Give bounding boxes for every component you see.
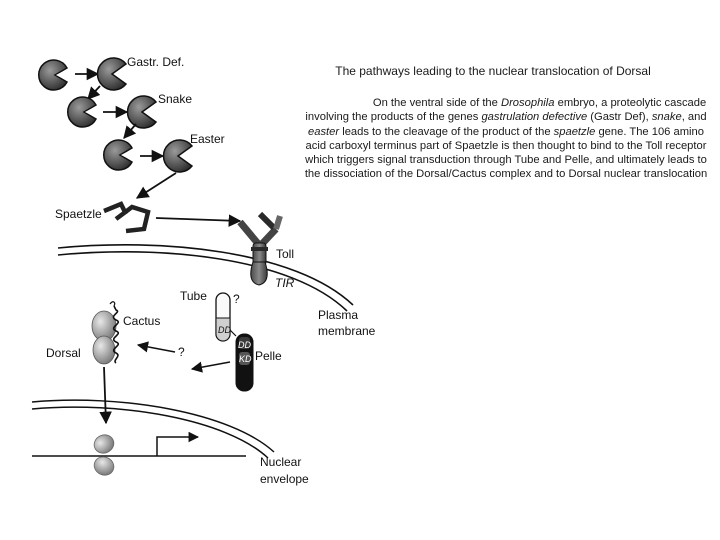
page-title: The pathways leading to the nuclear tran…: [335, 64, 651, 78]
para-segment: Drosophila: [501, 97, 555, 109]
tube-label: Tube: [180, 289, 207, 303]
arrow-to-cactus: [136, 341, 176, 353]
nuclear-envelope-label-2: envelope: [260, 472, 309, 486]
plasma-membrane: [57, 244, 354, 306]
nuclear-envelope-label-1: Nuclear: [260, 455, 301, 469]
arrow-snake-to-easter: [123, 123, 137, 139]
arrow-pelle-to-cactus: [190, 361, 231, 373]
para-segment: , and: [681, 111, 707, 124]
nuclear-envelope: [31, 399, 275, 453]
cactus-label: Cactus: [123, 314, 160, 328]
para-segment: spaetzle: [553, 125, 596, 138]
snake-zymogen: [67, 96, 98, 128]
svg-text:DD: DD: [238, 340, 251, 350]
arrow-tube-pelle: [229, 329, 237, 337]
svg-text:DD: DD: [218, 325, 231, 335]
snake-protease: [126, 95, 158, 129]
arrow-dorsal-translocation: [99, 366, 112, 425]
arrow-easter-to-spaetzle: [135, 172, 177, 199]
arrow-spaetzle-to-toll: [155, 214, 242, 227]
para-segment: easter: [308, 125, 340, 138]
description-panel: The pathways leading to the nuclear tran…: [300, 64, 712, 182]
dorsal-label: Dorsal: [46, 346, 81, 360]
plasma-membrane-inner: [57, 251, 348, 312]
nuclear-dorsal-dimer: [93, 434, 115, 476]
spaetzle-label: Spaetzle: [55, 207, 102, 221]
toll-label: Toll: [276, 247, 294, 261]
pelle-kinase: DD KD: [235, 333, 254, 392]
tube-adaptor: DD: [215, 292, 231, 342]
pelle-question-mark: ?: [178, 345, 185, 359]
toll-receptor: [237, 211, 283, 286]
easter-zymogen: [103, 139, 134, 171]
gastr-def-zymogen: [38, 59, 69, 91]
para-segment: leads to the cleavage of the product of …: [339, 125, 554, 138]
para-segment: On the ventral side of the: [372, 97, 501, 109]
gastr-def-label: Gastr. Def.: [127, 55, 184, 69]
description-paragraph: On the ventral side of the Drosophila em…: [300, 96, 712, 182]
para-segment: snake: [651, 111, 682, 124]
para-segment: embryo, a proteolytic cascade involving …: [305, 97, 707, 124]
transcription-start-arrow: [156, 431, 200, 456]
tube-question-mark: ?: [233, 292, 240, 306]
para-segment: (Gastr Def),: [587, 111, 652, 124]
svg-text:KD: KD: [239, 354, 252, 364]
nuclear-envelope-inner: [31, 406, 269, 459]
easter-label: Easter: [190, 132, 225, 146]
para-segment: gastrulation defective: [481, 111, 588, 124]
para-segment: gene. The 106 amino acid carboxyl termin…: [304, 125, 708, 181]
plasma-membrane-label-2: membrane: [318, 324, 376, 338]
tir-label: TIR: [275, 276, 295, 290]
arrow-gastr-to-snake: [87, 85, 101, 100]
plasma-membrane-label-1: Plasma: [318, 308, 358, 322]
gastr-def-protease: [96, 57, 128, 91]
dorsal-cactus-complex: [91, 301, 120, 365]
snake-label: Snake: [158, 92, 192, 106]
easter-protease: [162, 139, 194, 173]
pelle-label: Pelle: [255, 349, 282, 363]
spaetzle-ligand: [103, 201, 151, 234]
